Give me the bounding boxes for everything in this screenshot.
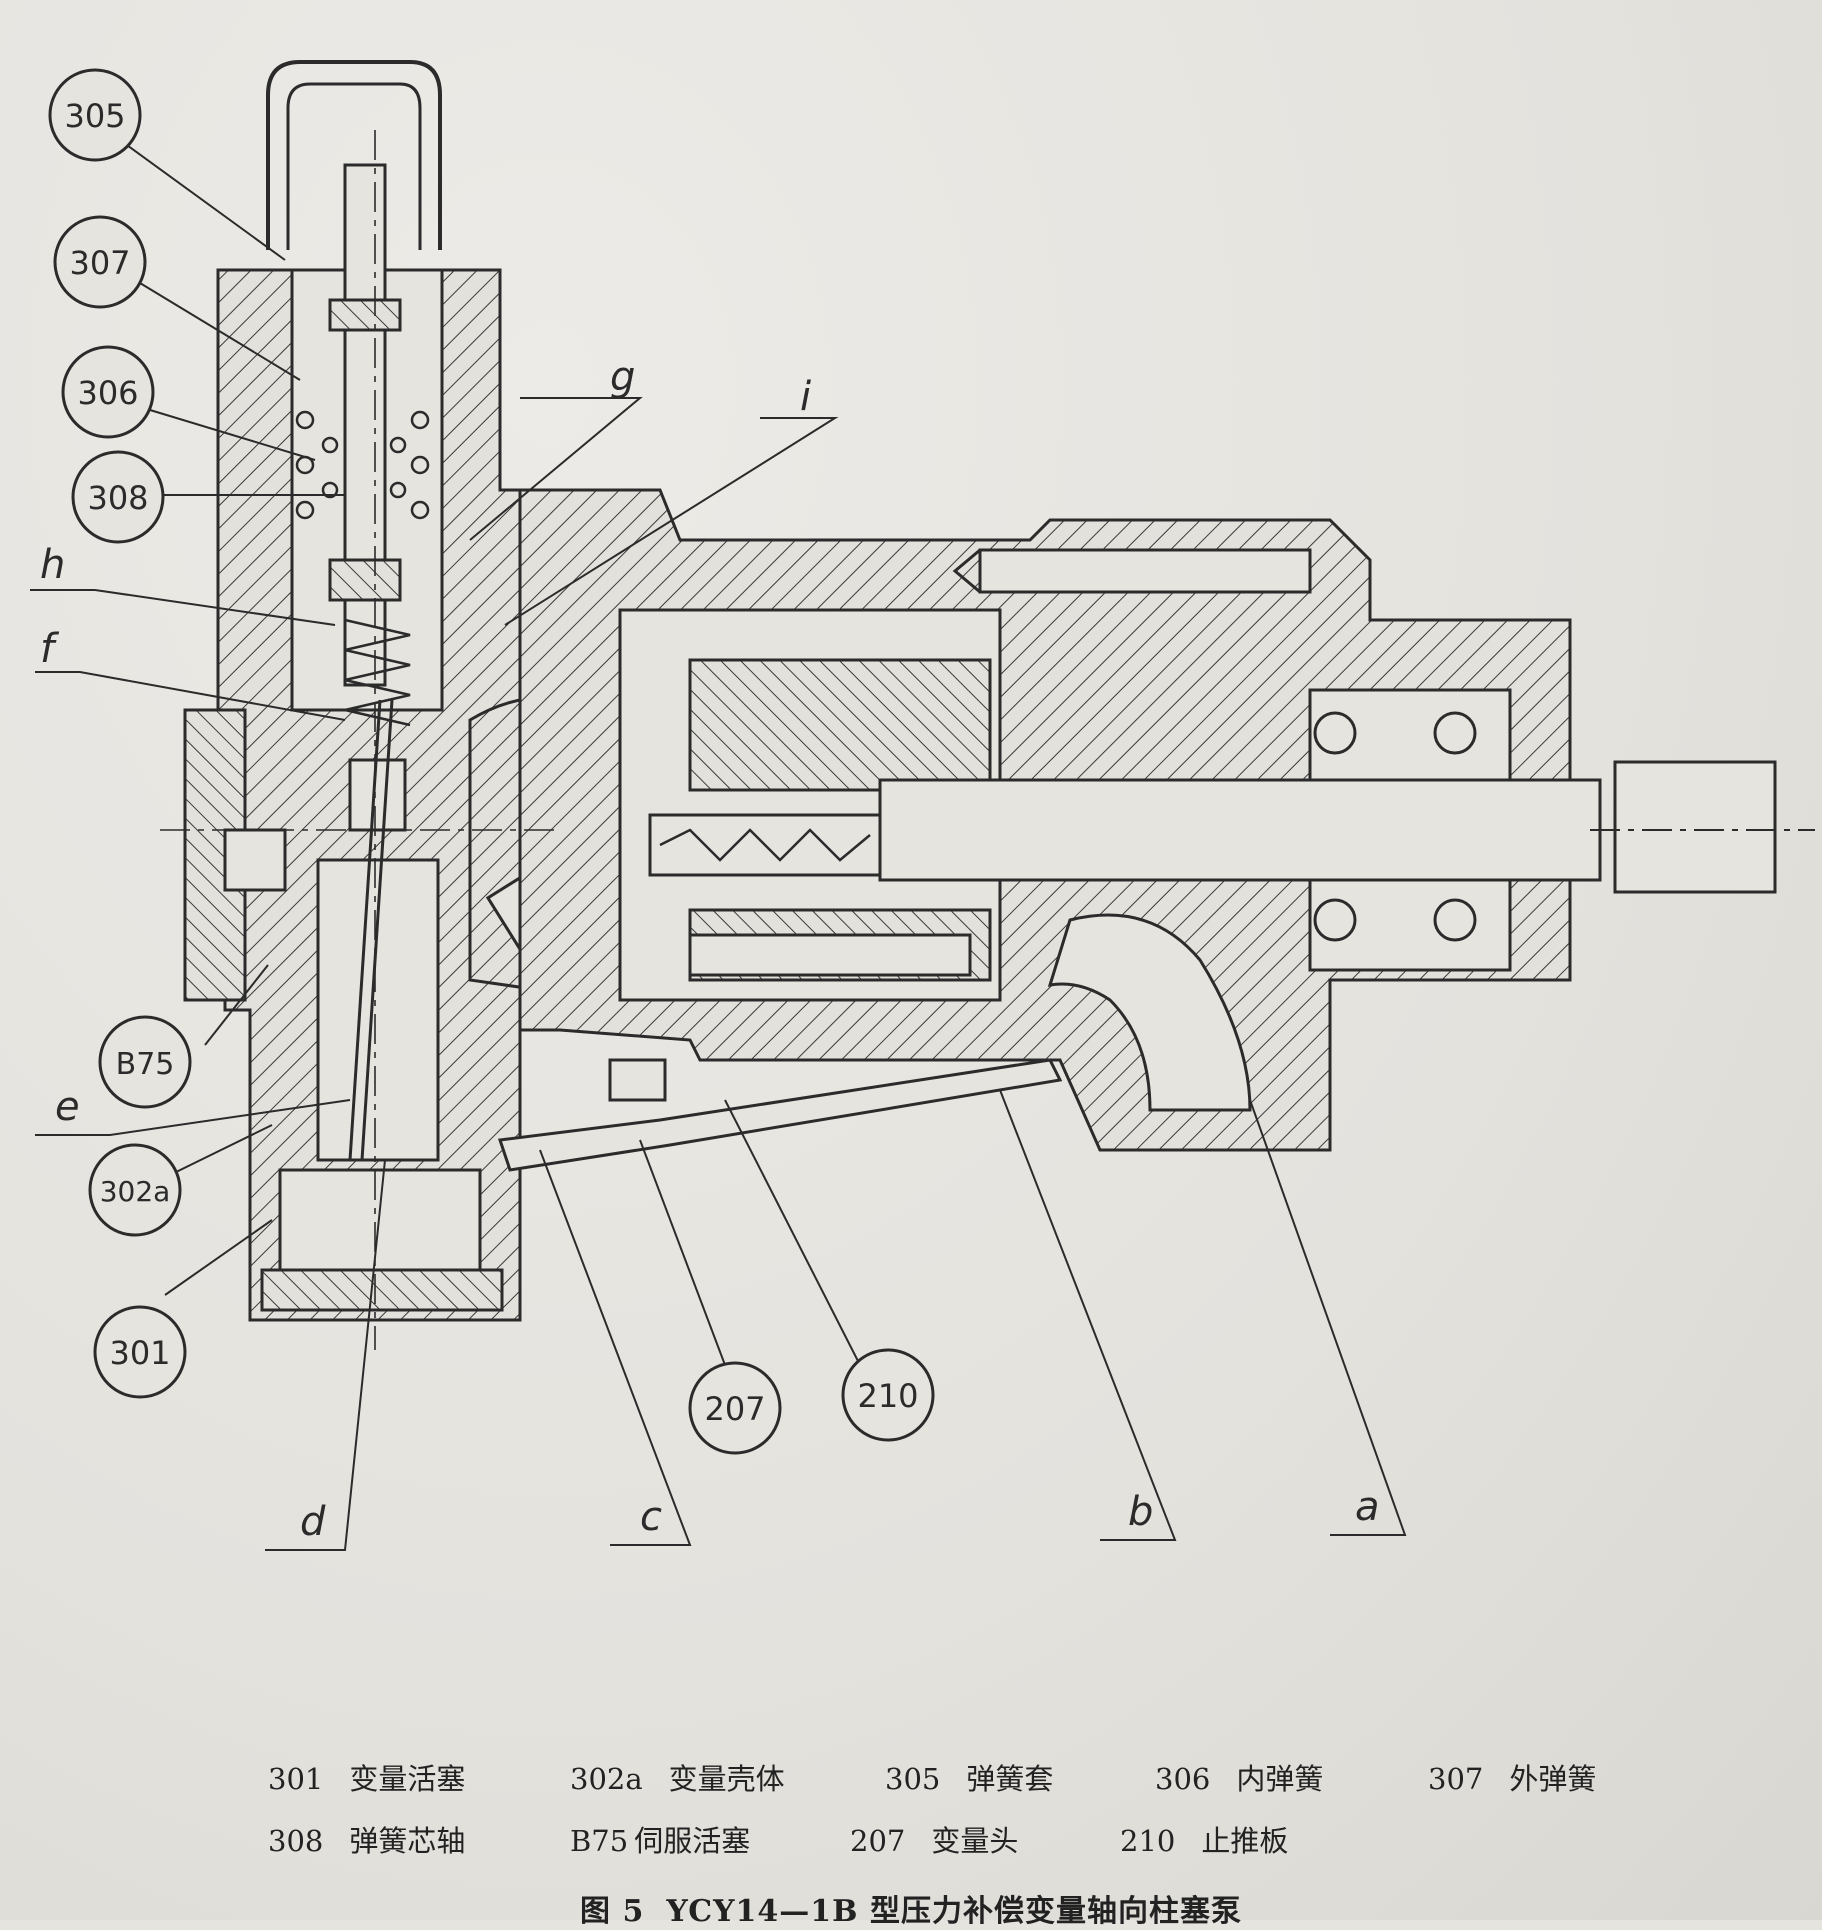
bolt [978,548,1312,594]
oil-passage [497,1058,1063,1172]
label-e: e [55,1084,80,1130]
svg-text:B75: B75 [116,1047,175,1082]
callout-302a: 302a [88,1143,182,1237]
callout-207: 207 [688,1361,782,1455]
letter-label-group: h f g i e d c b a [40,354,1380,1545]
callout-210: 210 [841,1348,935,1442]
label-d: d [300,1499,326,1545]
svg-text:307: 307 [69,244,130,282]
outlet-port [1047,913,1252,1112]
svg-text:305: 305 [64,97,125,135]
callout-305: 305 [48,68,142,162]
svg-text:301: 301 [109,1334,170,1372]
svg-text:308: 308 [87,479,148,517]
figure-title: YCY14—1B 型压力补偿变量轴向柱塞泵 [666,1894,1242,1929]
figure-number: 图 5 [580,1894,645,1929]
svg-text:207: 207 [704,1390,765,1428]
drive-shaft [878,778,1602,882]
callout-306: 306 [61,345,155,439]
figure-caption: 图 5 YCY14—1B 型压力补偿变量轴向柱塞泵 [0,1886,1822,1930]
svg-text:306: 306 [77,374,138,412]
label-f: f [40,626,60,672]
housing-group [160,60,1815,1350]
callout-308: 308 [71,450,165,544]
callout-group: 305 307 306 308 B75 302a 301 207 [48,68,935,1455]
callout-301: 301 [93,1305,187,1399]
leader-lines [30,139,1407,1551]
plunger-lower [688,933,972,977]
label-g: g [610,354,635,400]
svg-text:302a: 302a [100,1175,171,1208]
callout-B75: B75 [98,1015,192,1109]
svg-text:210: 210 [857,1377,918,1415]
label-h: h [40,542,65,588]
bearing-upper [1308,688,1512,782]
label-a: a [1355,1484,1380,1530]
label-i: i [800,374,811,420]
spring-mandrel [343,163,387,687]
bearing-lower [1308,878,1512,972]
spring-cap [266,60,442,250]
callout-307: 307 [53,215,147,309]
pump-cross-section-drawing: 305 307 306 308 B75 302a 301 207 [30,60,1815,1551]
label-b: b [1128,1489,1153,1535]
label-c: c [640,1494,662,1540]
servo-spring [344,618,411,727]
